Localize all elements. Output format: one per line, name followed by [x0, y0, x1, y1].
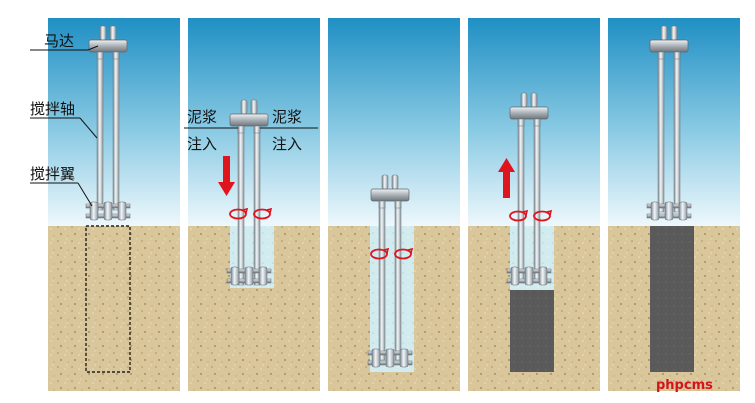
- finished-column: [650, 226, 694, 372]
- watermark: phpcms: [656, 378, 713, 393]
- slurry-left-label: 泥浆: [187, 108, 217, 126]
- panel-2-sinking: [188, 18, 320, 391]
- mixing-wing: [367, 348, 413, 368]
- mixing-wing: [226, 266, 272, 286]
- finished-column: [510, 290, 554, 372]
- planned-pile-outline: [85, 225, 131, 373]
- inject-left-label: 注入: [187, 135, 217, 153]
- slurry-right-label: 泥浆: [272, 108, 302, 126]
- mixing-wing: [506, 266, 552, 286]
- motor-label: 马达: [44, 32, 74, 50]
- mixing-wing: [85, 201, 131, 221]
- down-arrow-icon: [218, 156, 235, 196]
- panel-5-complete: [608, 18, 740, 391]
- wing-label: 搅拌翼: [30, 165, 75, 183]
- panel-3-bottom-reached: [328, 18, 460, 391]
- up-arrow-icon: [498, 158, 515, 198]
- leader-lines: [30, 45, 318, 207]
- mixing-wing: [646, 201, 692, 221]
- shaft-label: 搅拌轴: [30, 100, 75, 118]
- inject-right-label: 注入: [272, 135, 302, 153]
- panel-1-positioning: [48, 18, 180, 391]
- panel-4-lifting: [468, 18, 600, 391]
